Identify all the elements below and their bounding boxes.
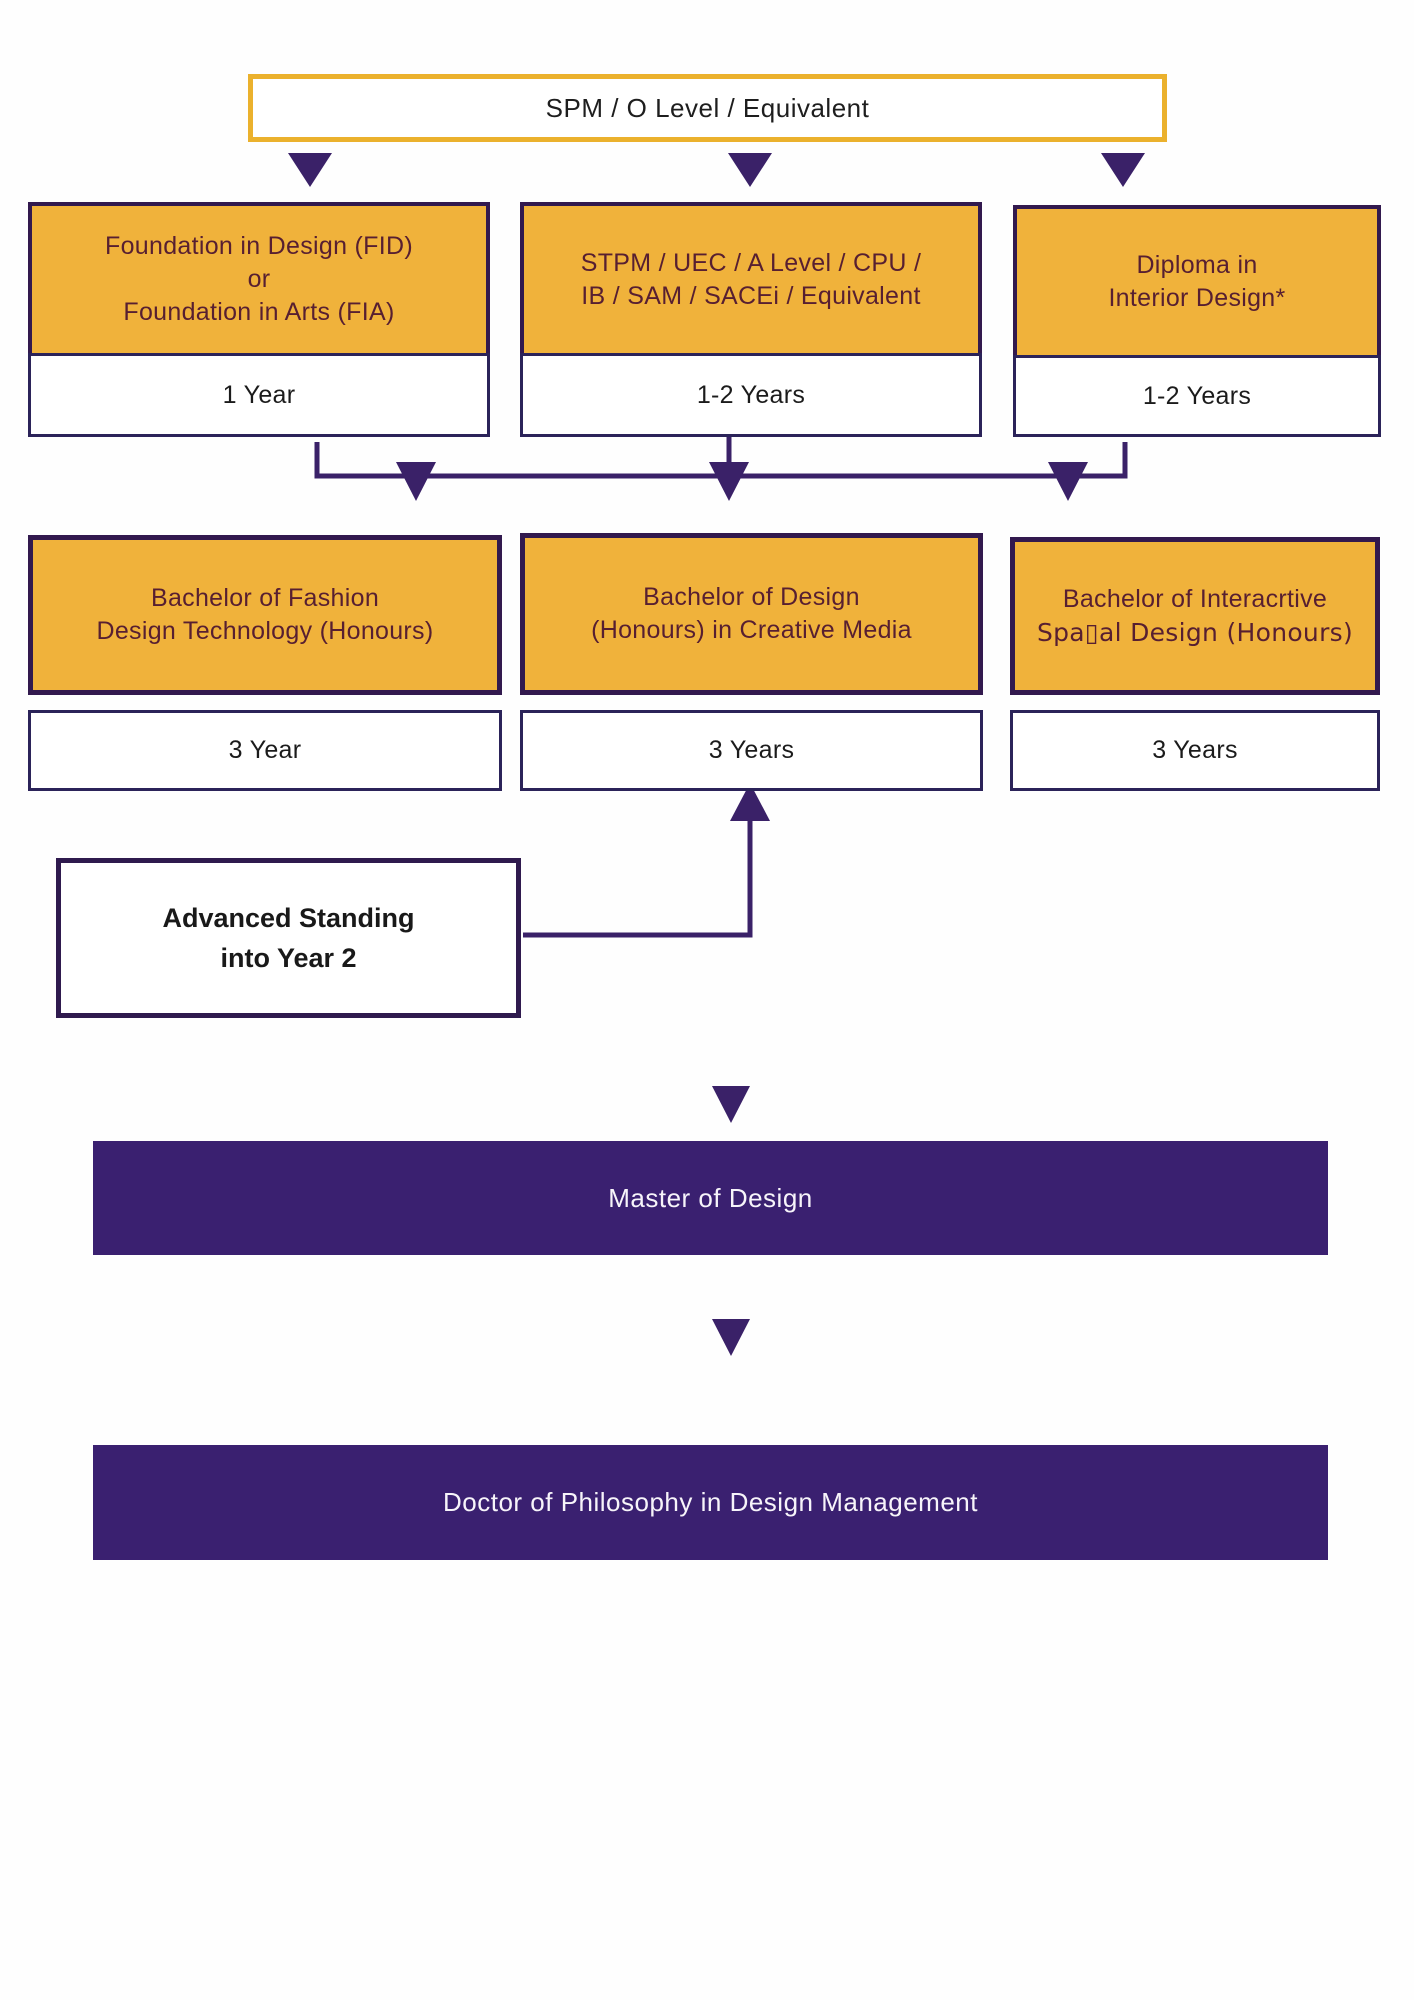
arrow-down-icon xyxy=(712,1086,750,1123)
qualification-title-line: Foundation in Arts (FIA) xyxy=(123,298,395,326)
advanced-standing-line: into Year 2 xyxy=(220,943,357,973)
duration-label: 1 Year xyxy=(222,380,296,409)
qualification-title-line: Foundation in Design (FID) xyxy=(105,232,413,260)
bachelor-interactive-spatial: Bachelor of Interacrtive Spa▯al Design (… xyxy=(1010,537,1380,791)
duration-box: 1-2 Years xyxy=(520,353,982,437)
phd-bar: Doctor of Philosophy in Design Managemen… xyxy=(93,1445,1328,1560)
bachelor-design-box: Bachelor of Design (Honours) in Creative… xyxy=(520,533,983,695)
qualification-title-line: Interior Design* xyxy=(1108,284,1286,312)
entry-qualification-box: SPM / O Level / Equivalent xyxy=(248,74,1167,142)
bachelor-title-line: Bachelor of Design xyxy=(643,583,860,611)
duration-label: 3 Years xyxy=(1152,736,1238,764)
entry-qualification-label: SPM / O Level / Equivalent xyxy=(545,92,870,123)
master-of-design-bar: Master of Design xyxy=(93,1141,1328,1255)
advanced-standing-line: Advanced Standing xyxy=(162,902,415,933)
bachelor-interactive-spatial-box: Bachelor of Interacrtive Spa▯al Design (… xyxy=(1010,537,1380,695)
duration-label: 3 Year xyxy=(228,736,302,764)
arrow-down-icon xyxy=(728,153,772,187)
qualification-diploma: Diploma in Interior Design* 1-2 Years xyxy=(1013,205,1381,437)
bachelor-fashion-box: Bachelor of Fashion Design Technology (H… xyxy=(28,535,502,695)
qualification-title-line: IB / SAM / SACEi / Equivalent xyxy=(581,281,921,310)
duration-label: 1-2 Years xyxy=(1142,381,1252,410)
qualification-title-line: or xyxy=(247,265,271,293)
bachelor-title-line: Spa▯al Design (Honours) xyxy=(1036,618,1354,647)
duration-box: 3 Year xyxy=(28,710,502,791)
phd-label: Doctor of Philosophy in Design Managemen… xyxy=(442,1487,978,1517)
qualification-foundation: Foundation in Design (FID) or Foundation… xyxy=(28,202,490,437)
duration-label: 3 Years xyxy=(708,736,795,764)
arrow-down-icon xyxy=(712,1319,750,1356)
arrow-down-icon xyxy=(1101,153,1145,187)
advanced-standing-box: Advanced Standing into Year 2 xyxy=(56,858,521,1018)
qualification-foundation-box: Foundation in Design (FID) or Foundation… xyxy=(28,202,490,357)
connector-elbow xyxy=(314,442,1128,479)
bachelor-fashion: Bachelor of Fashion Design Technology (H… xyxy=(28,535,502,791)
bachelor-title-line: Bachelor of Fashion xyxy=(150,584,380,612)
qualification-stpm: STPM / UEC / A Level / CPU / IB / SAM / … xyxy=(520,202,982,437)
qualification-title-line: STPM / UEC / A Level / CPU / xyxy=(580,248,922,277)
arrow-down-icon xyxy=(1048,462,1088,501)
bachelor-title-line: Bachelor of Interacrtive xyxy=(1062,585,1328,613)
qualification-diploma-box: Diploma in Interior Design* xyxy=(1013,205,1381,359)
duration-box: 1-2 Years xyxy=(1013,355,1381,437)
connector-elbow xyxy=(523,818,753,938)
duration-label: 1-2 Years xyxy=(696,380,806,409)
duration-box: 3 Years xyxy=(1010,710,1380,791)
duration-box: 3 Years xyxy=(520,710,983,791)
master-of-design-label: Master of Design xyxy=(608,1182,813,1213)
qualification-stpm-box: STPM / UEC / A Level / CPU / IB / SAM / … xyxy=(520,202,982,357)
arrow-down-icon xyxy=(396,462,436,501)
duration-box: 1 Year xyxy=(28,353,490,437)
arrow-down-icon xyxy=(288,153,332,187)
bachelor-title-line: Design Technology (Honours) xyxy=(96,617,434,645)
bachelor-design: Bachelor of Design (Honours) in Creative… xyxy=(520,533,983,791)
bachelor-title-line: (Honours) in Creative Media xyxy=(591,616,912,644)
arrow-down-icon xyxy=(709,462,749,501)
qualification-title-line: Diploma in xyxy=(1136,251,1258,279)
